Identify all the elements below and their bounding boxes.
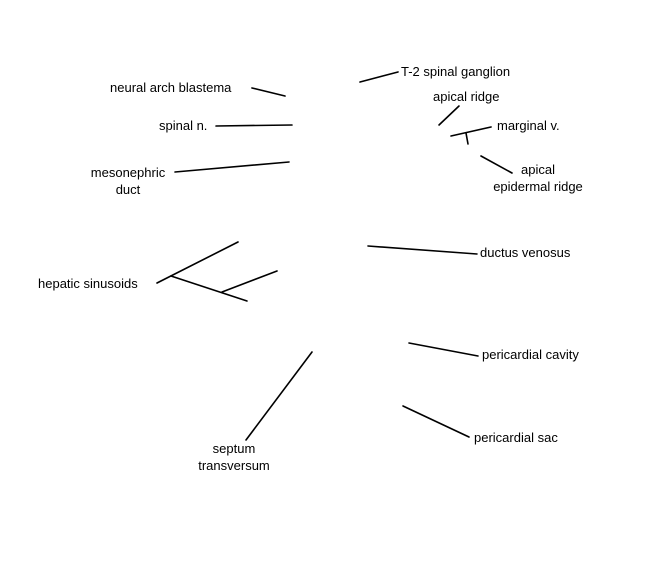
- label-spinal-n: spinal n.: [159, 118, 208, 133]
- label-mesonephric-duct: mesonephric duct: [84, 164, 172, 198]
- label-apical-epidermal-ridge-line1: apical: [521, 162, 555, 177]
- leader-marginal-v: [450, 126, 492, 137]
- label-septum-transversum: septum transversum: [186, 440, 282, 474]
- leader-spinal-n: [215, 124, 293, 127]
- label-pericardial-cavity: pericardial cavity: [482, 347, 579, 362]
- label-t2-spinal-ganglion: T-2 spinal ganglion: [401, 64, 511, 79]
- label-septum-transversum-line1: septum: [212, 441, 256, 456]
- leader-mesonephric-duct: [174, 161, 290, 173]
- label-apical-ridge: apical ridge: [433, 89, 500, 104]
- leader-hepatic-sinusoids-upper: [156, 241, 239, 284]
- leader-neural-arch-blastema: [251, 87, 286, 97]
- leader-hepatic-sinusoids-middle: [221, 270, 278, 293]
- label-mesonephric-duct-line2: duct: [115, 182, 141, 197]
- leader-t2-spinal-ganglion: [359, 71, 399, 83]
- leader-pericardial-cavity: [408, 342, 479, 357]
- label-ductus-venosus: ductus venosus: [480, 245, 571, 260]
- leader-ductus-venosus: [367, 245, 478, 255]
- label-marginal-v: marginal v.: [497, 118, 560, 133]
- label-apical-epidermal-ridge-line2: epidermal ridge: [493, 179, 583, 194]
- label-pericardial-sac: pericardial sac: [474, 430, 558, 445]
- label-hepatic-sinusoids: hepatic sinusoids: [38, 276, 138, 291]
- leader-pericardial-sac: [402, 405, 470, 438]
- leader-hepatic-sinusoids-lower: [170, 275, 248, 302]
- label-neural-arch-blastema: neural arch blastema: [110, 80, 232, 95]
- label-septum-transversum-line2: transversum: [198, 458, 270, 473]
- leader-apical-epidermal-ridge: [480, 155, 513, 174]
- leader-septum-transversum: [245, 351, 313, 441]
- leader-marginal-v-tick: [465, 132, 469, 145]
- label-apical-epidermal-ridge: apical epidermal ridge: [482, 161, 594, 195]
- label-mesonephric-duct-line1: mesonephric: [90, 165, 166, 180]
- leader-apical-ridge: [438, 105, 460, 126]
